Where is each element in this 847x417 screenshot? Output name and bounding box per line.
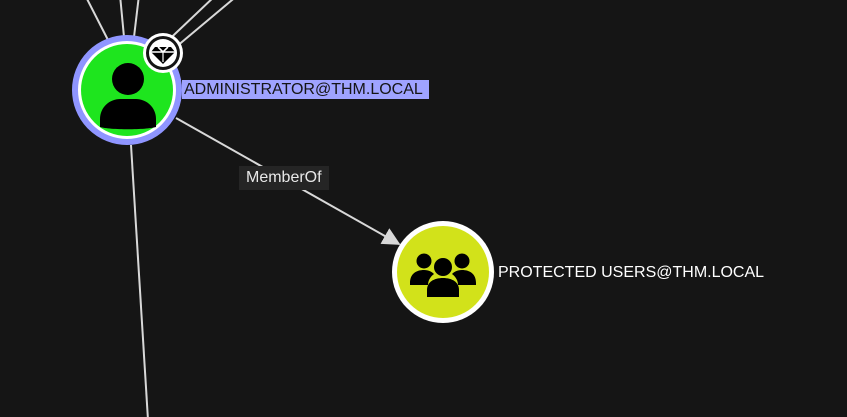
node-administrator-label[interactable]: ADMINISTRATOR@THM.LOCAL bbox=[182, 80, 429, 99]
edge-memberof-label[interactable]: MemberOf bbox=[239, 166, 329, 190]
tier-zero-badge bbox=[143, 33, 183, 73]
edge-offscreen-3[interactable] bbox=[133, 0, 140, 38]
users-group-icon bbox=[410, 253, 476, 297]
node-protected-users-label[interactable]: PROTECTED USERS@THM.LOCAL bbox=[498, 264, 765, 281]
user-icon bbox=[100, 63, 156, 130]
edge-offscreen-2[interactable] bbox=[119, 0, 125, 38]
edge-offscreen-5[interactable] bbox=[169, 0, 238, 53]
gem-icon bbox=[151, 46, 175, 64]
edge-offscreen-1[interactable] bbox=[85, 0, 109, 41]
edge-offscreen-down[interactable] bbox=[130, 144, 149, 417]
node-protected-users[interactable] bbox=[392, 221, 494, 323]
